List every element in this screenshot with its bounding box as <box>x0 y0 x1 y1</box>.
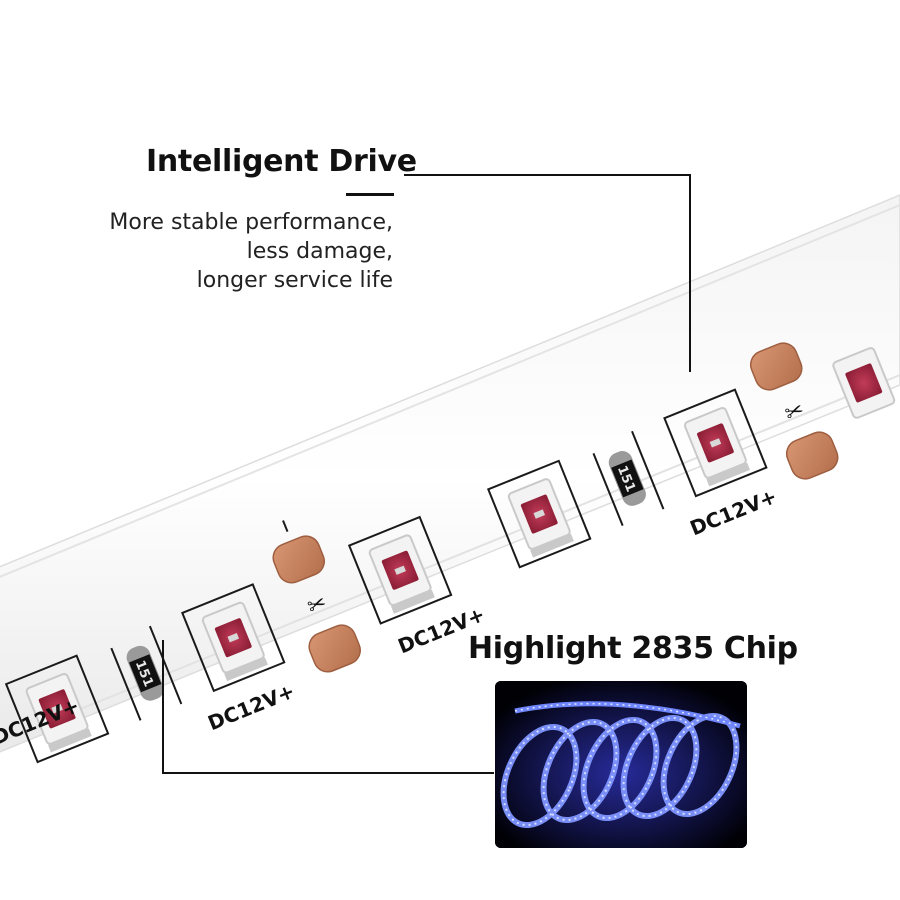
description-line: less damage, <box>246 239 393 264</box>
intelligent-drive-title: Intelligent Drive <box>146 144 417 179</box>
voltage-label: DC12V+ <box>687 484 781 540</box>
resistor: 151 <box>110 625 183 721</box>
strip-segment: 151 DC12V+ ✂ <box>4 515 488 764</box>
drive-callout-line <box>404 174 691 372</box>
title-underline <box>346 193 394 196</box>
led-chip <box>4 654 110 764</box>
led-chip <box>486 459 592 569</box>
description-line: longer service life <box>196 268 393 293</box>
highlight-chip-title: Highlight 2835 Chip <box>468 631 798 666</box>
chip-callout-line <box>162 640 494 774</box>
led-chip <box>181 583 286 693</box>
intelligent-drive-description: More stable performance, less damage, lo… <box>109 208 393 295</box>
description-line: More stable performance, <box>109 210 393 235</box>
led-chip <box>347 515 453 625</box>
led-chip <box>832 347 896 419</box>
resistor: 151 <box>592 430 665 527</box>
voltage-label: DC12V+ <box>204 679 298 735</box>
glowing-strip-photo <box>495 681 747 848</box>
led-chip <box>663 388 768 498</box>
